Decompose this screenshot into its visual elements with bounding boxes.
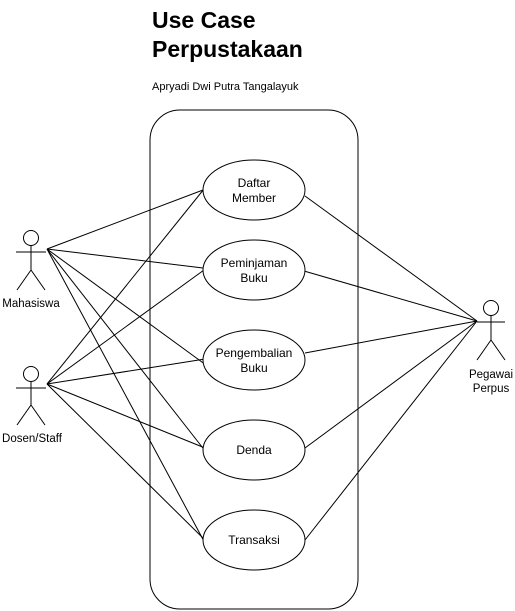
assoc-mahasiswa-denda	[46, 248, 207, 453]
label-line: Mahasiswa	[2, 298, 60, 310]
label-line: Member	[231, 191, 276, 205]
use-case-pengembalian-buku	[202, 329, 306, 391]
diagram-title: Use Case Perpustakaan	[152, 6, 303, 64]
use-case-daftar-member	[202, 159, 306, 221]
use-case-denda	[202, 419, 306, 481]
actor-label-pegawai-perpus: Pegawai Perpus	[446, 368, 515, 396]
label-line: Pegawai	[468, 369, 514, 381]
label-line: Buku	[240, 361, 268, 375]
label-line: Pengembalian	[215, 346, 293, 360]
label-line: Denda	[236, 443, 272, 457]
system-boundary	[149, 109, 359, 610]
label-line: Transaksi	[228, 533, 280, 547]
assoc-mahasiswa-transaksi	[46, 248, 207, 546]
actor-mahasiswa-figure	[16, 230, 46, 291]
actor-label-dosen-staff: Dosen/Staff	[0, 432, 77, 446]
assoc-pegawai-transaksi	[304, 320, 478, 541]
use-case-label-transaksi: Transaksi	[202, 533, 306, 548]
label-line: Buku	[240, 271, 268, 285]
assoc-dosen-transaksi	[46, 383, 207, 542]
use-case-label-denda: Denda	[202, 443, 306, 458]
assoc-pegawai-peminjaman-buku	[303, 270, 478, 322]
label-line: Peminjaman	[220, 256, 288, 270]
use-case-transaksi	[202, 509, 306, 571]
assoc-pegawai-daftar-member	[304, 195, 478, 322]
title-line-2: Perpustakaan	[152, 36, 303, 62]
assoc-dosen-pengembalian-buku	[46, 358, 206, 385]
actor-label-mahasiswa: Mahasiswa	[0, 297, 76, 311]
use-case-label-pengembalian-buku: Pengembalian Buku	[202, 346, 306, 376]
actor-dosen-staff-figure	[16, 366, 46, 426]
title-line-1: Use Case	[152, 7, 256, 33]
author-label: Apryadi Dwi Putra Tangalayuk	[152, 81, 299, 93]
assoc-dosen-daftar-member	[46, 188, 205, 385]
assoc-dosen-denda	[46, 383, 206, 449]
use-case-peminjaman-buku	[202, 239, 306, 301]
assoc-mahasiswa-pengembalian-buku	[46, 248, 207, 366]
assoc-pegawai-denda	[304, 320, 478, 449]
use-case-label-peminjaman-buku: Peminjaman Buku	[202, 256, 306, 286]
assoc-mahasiswa-peminjaman-buku	[46, 248, 204, 269]
actor-pegawai-perpus-figure	[476, 300, 506, 361]
label-line: Daftar	[237, 176, 271, 190]
label-line: Perpus	[472, 383, 510, 395]
assoc-mahasiswa-daftar-member	[46, 189, 204, 250]
assoc-dosen-peminjaman-buku	[46, 269, 205, 385]
label-line: Dosen/Staff	[2, 433, 62, 445]
use-case-label-daftar-member: Daftar Member	[202, 176, 306, 206]
assoc-pegawai-pengembalian-buku	[304, 320, 478, 354]
